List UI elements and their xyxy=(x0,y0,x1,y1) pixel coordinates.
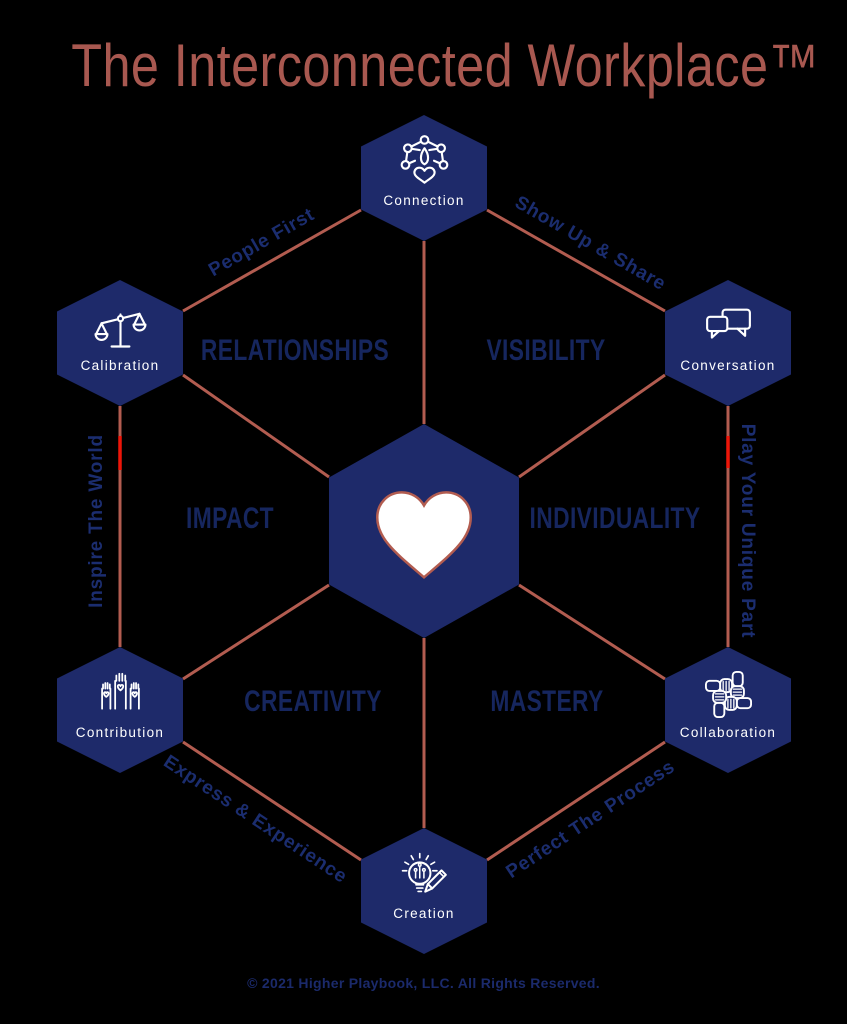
copyright-text: © 2021 Higher Playbook, LLC. All Rights … xyxy=(247,975,600,991)
hexagon-label: Collaboration xyxy=(679,725,777,740)
hexagon-collaboration: Collaboration xyxy=(665,647,791,773)
edge-label-play-your-unique-part: Play Your Unique Part xyxy=(737,423,758,639)
hexagon-connection: Connection xyxy=(361,115,487,241)
balance-scale-icon xyxy=(93,312,147,348)
raised-hands-icon xyxy=(100,672,140,710)
hexagon-conversation: Conversation xyxy=(665,280,791,406)
interlocked-hands-icon xyxy=(704,670,752,719)
label-mastery: MASTERY xyxy=(490,685,604,718)
page-title: The Interconnected Workplace™ xyxy=(71,32,820,99)
hexagon-label: Conversation xyxy=(680,358,776,373)
hexagon-label: Calibration xyxy=(80,358,160,373)
heart-icon xyxy=(376,491,472,579)
edge-label-inspire-the-world: Inspire The World xyxy=(86,434,107,608)
hexagon-creation: Creation xyxy=(361,828,487,954)
hexagon-label: Creation xyxy=(393,906,455,921)
label-visibility: VISIBILITY xyxy=(486,334,606,367)
label-relationships: RELATIONSHIPS xyxy=(200,334,390,367)
spoke-lines xyxy=(182,241,666,828)
title-row: The Interconnected Workplace™ xyxy=(0,34,847,97)
label-creativity: CREATIVITY xyxy=(244,685,382,718)
label-impact: IMPACT xyxy=(186,502,274,535)
hexagon-contribution: Contribution xyxy=(57,647,183,773)
chat-bubbles-icon xyxy=(705,308,751,339)
red-highlight-segments xyxy=(118,436,730,470)
lightbulb-pencil-icon xyxy=(401,852,447,893)
hexagon-calibration: Calibration xyxy=(57,280,183,406)
people-network-icon xyxy=(400,135,448,184)
hexagon-label: Connection xyxy=(383,193,465,208)
hexagon-label: Contribution xyxy=(75,725,165,740)
label-individuality: INDIVIDUALITY xyxy=(529,502,701,535)
